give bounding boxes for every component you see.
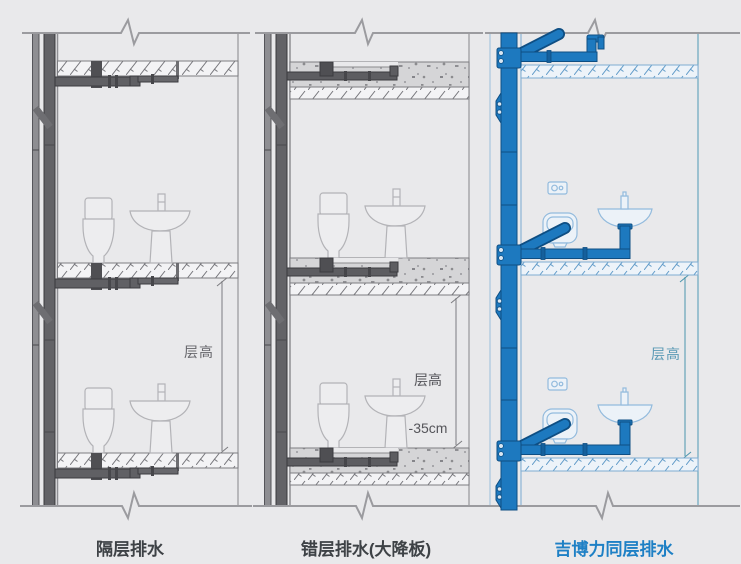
vent-connector — [264, 300, 285, 325]
caption-staggered-drainage: 错层排水(大降板) — [300, 540, 432, 559]
break-symbol-top — [22, 17, 250, 48]
dimension-line — [216, 276, 229, 457]
floor-slab — [520, 64, 699, 79]
break-lines — [20, 17, 740, 521]
break-symbol-top — [485, 17, 740, 48]
toilet-and-sink-icons — [82, 383, 191, 454]
floor-slab — [289, 282, 470, 296]
floor-slab — [57, 262, 239, 279]
caption-geberit-same-floor: 吉博力同层排水 — [554, 540, 674, 559]
vent-pipe — [264, 32, 272, 507]
floor-height-text: 层高 — [414, 372, 442, 388]
vent-pipe — [32, 32, 40, 507]
floor-slab — [57, 60, 239, 77]
panel-geberit-same-floor-drainage — [489, 33, 699, 506]
pipe-couplings — [264, 144, 287, 433]
floor-slab — [520, 261, 699, 276]
stack-fitting — [495, 289, 503, 321]
caption-interfloor-drainage: 隔层排水 — [96, 540, 164, 559]
panel-interfloor-drainage — [32, 32, 239, 507]
break-symbol-bottom — [20, 489, 252, 521]
floor-slab — [289, 86, 470, 100]
vent-connector — [32, 105, 53, 130]
stack-fitting — [495, 92, 503, 124]
pipe-couplings — [501, 151, 517, 401]
floor-height-label-middle: 层高 -35cm — [402, 340, 454, 468]
toilet-and-sink-icons — [82, 193, 191, 264]
break-symbol-bottom — [485, 489, 740, 521]
stack-fitting — [495, 477, 503, 509]
floor-slab — [57, 452, 239, 469]
soil-stack-pipe — [500, 32, 518, 511]
pipe-couplings — [32, 144, 55, 433]
floor-slab — [520, 457, 699, 472]
vent-connector — [264, 105, 285, 130]
floor-slab — [289, 472, 470, 486]
floor-height-offset-text: -35cm — [408, 420, 448, 436]
soil-stack-pipe — [43, 32, 56, 507]
break-symbol-bottom — [253, 489, 485, 521]
geberit-stack-and-branches — [495, 32, 632, 511]
soil-stack-pipe — [275, 32, 288, 507]
dimension-line — [679, 272, 692, 462]
vent-connector — [32, 300, 53, 325]
toilet-and-sink-icons — [317, 188, 426, 259]
floor-height-label-left: 层高 — [184, 344, 214, 360]
break-symbol-top — [255, 17, 483, 48]
floor-height-label-right: 层高 — [651, 346, 681, 362]
